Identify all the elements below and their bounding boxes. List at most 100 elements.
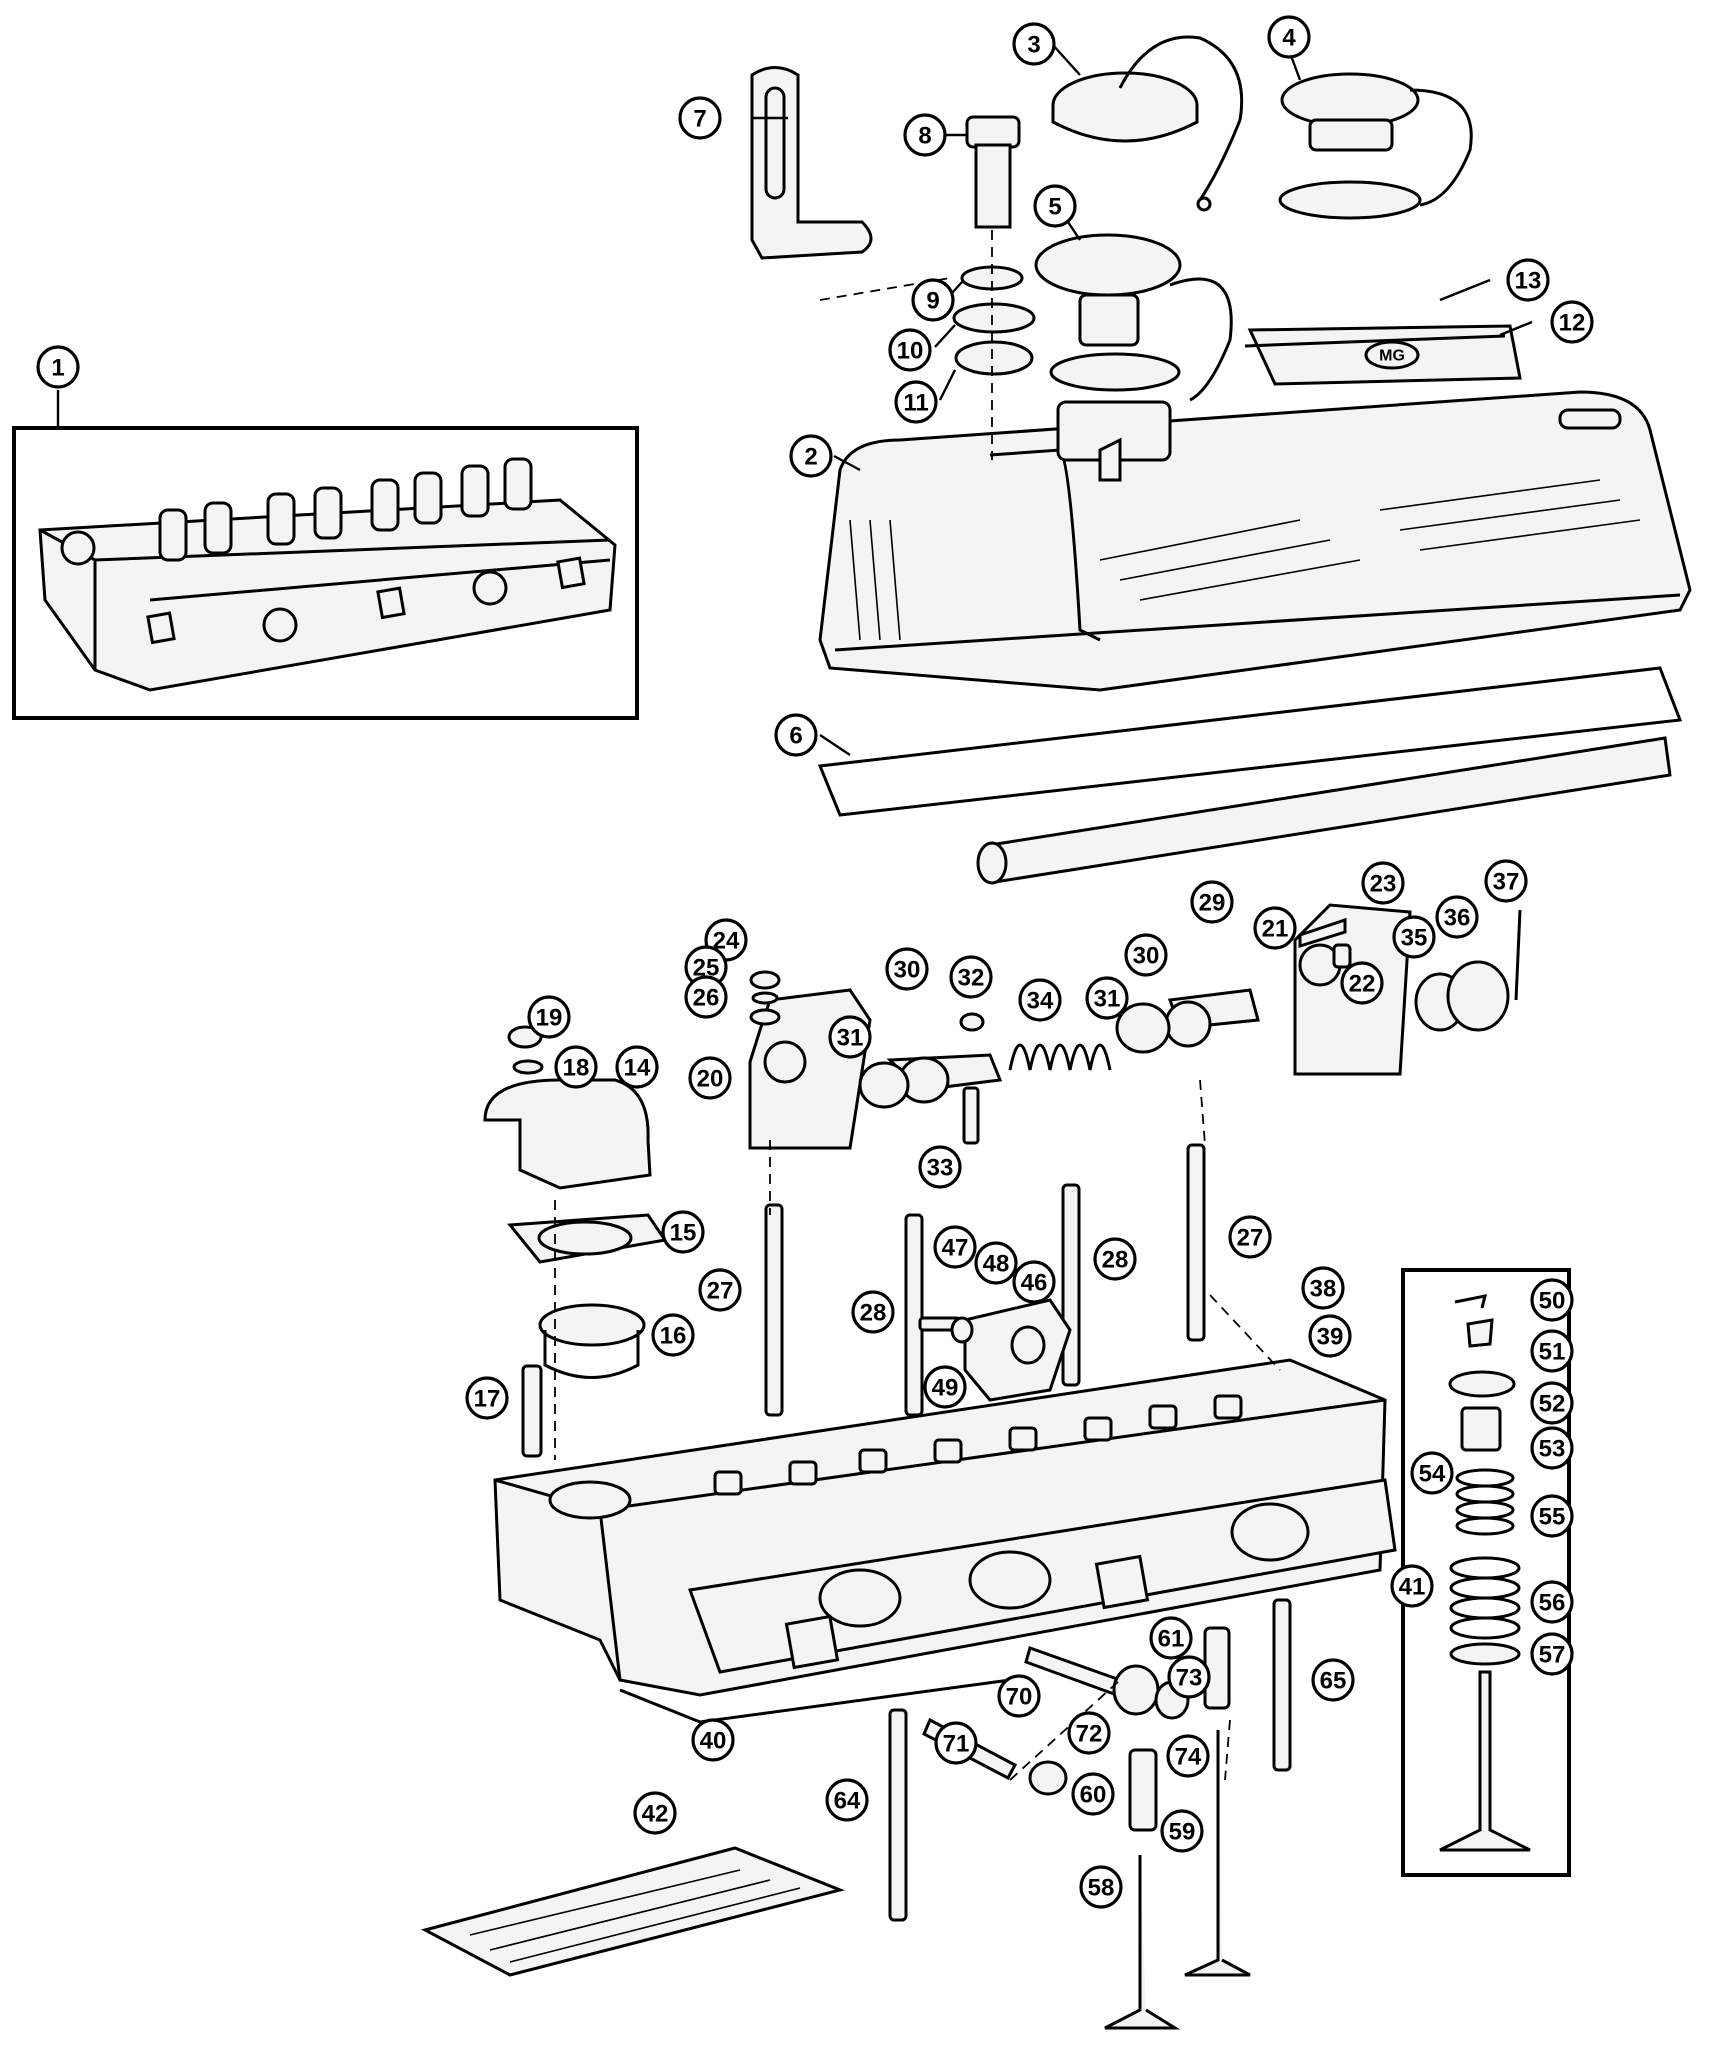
callout-circle	[974, 1241, 1018, 1285]
callout-20: 20	[688, 1056, 732, 1100]
callout-number: 65	[1320, 1668, 1347, 1695]
callout-27b: 27	[1228, 1215, 1272, 1259]
callout-54: 54	[1410, 1451, 1454, 1495]
callout-number: 12	[1559, 310, 1586, 337]
callout-circle	[1390, 1564, 1434, 1608]
callout-21: 21	[1253, 906, 1297, 950]
callout-circle	[1067, 1711, 1111, 1755]
callout-circle	[1530, 1494, 1574, 1538]
callout-circle	[1033, 184, 1077, 228]
callout-number: 19	[536, 1005, 563, 1032]
callout-19: 19	[527, 995, 571, 1039]
callout-4: 4	[1267, 15, 1311, 59]
callout-59: 59	[1160, 1809, 1204, 1853]
sealant-tube	[420, 1846, 845, 1977]
callout-29: 29	[1190, 880, 1234, 924]
callout-number: 27	[707, 1278, 734, 1305]
rocker-spacing-spring	[1008, 1043, 1112, 1071]
water-outlet-group	[483, 1025, 668, 1458]
callout-number: 9	[926, 288, 939, 315]
callout-13: 13	[1506, 258, 1550, 302]
callout-number: 18	[563, 1055, 590, 1082]
manifold-gasket	[687, 1478, 1397, 1674]
callout-number: 37	[1493, 869, 1520, 896]
callout-number: 23	[1370, 871, 1397, 898]
callout-circle	[554, 1045, 598, 1089]
callout-circle	[997, 1674, 1041, 1718]
callout-49: 49	[923, 1365, 967, 1409]
callout-46: 46	[1012, 1260, 1056, 1304]
callout-circle	[1018, 978, 1062, 1022]
callout-6: 6	[774, 713, 818, 757]
callout-circle	[688, 1056, 732, 1100]
callout-number: 48	[983, 1251, 1010, 1278]
valve-rocker-posts	[713, 1394, 1243, 1496]
callout-number: 53	[1539, 1436, 1566, 1463]
callout-number: 73	[1176, 1665, 1203, 1692]
callout-number: 72	[1076, 1721, 1103, 1748]
callout-circle	[633, 1791, 677, 1835]
alignment-lines	[554, 1079, 1281, 1781]
callout-number: 4	[1282, 25, 1296, 52]
callout-7: 7	[678, 96, 722, 140]
callout-number: 31	[1094, 986, 1121, 1013]
callout-23: 23	[1361, 861, 1405, 905]
callout-14: 14	[615, 1045, 659, 1089]
callout-18: 18	[554, 1045, 598, 1089]
callout-number: 5	[1048, 194, 1061, 221]
callout-42: 42	[633, 1791, 677, 1835]
callout-circle	[1361, 861, 1405, 905]
callout-number: 57	[1539, 1642, 1566, 1669]
callout-circle	[1484, 859, 1528, 903]
callout-52: 52	[1530, 1381, 1574, 1425]
callout-number: 61	[1158, 1626, 1185, 1653]
callout-number: 51	[1539, 1339, 1566, 1366]
callout-55: 55	[1530, 1494, 1574, 1538]
callout-number: 6	[789, 723, 802, 750]
callout-number: 33	[927, 1155, 954, 1182]
rocker-shaft	[976, 736, 1672, 885]
callout-number: 30	[894, 957, 921, 984]
callout-circle	[1530, 1580, 1574, 1624]
callout-circle	[903, 113, 947, 157]
callout-number: 64	[834, 1788, 861, 1815]
callout-circle	[894, 380, 938, 424]
rocker-cover	[818, 390, 1692, 692]
outer-valve-spring	[1449, 1556, 1521, 1640]
callout-number: 2	[804, 444, 817, 471]
callout-number: 52	[1539, 1391, 1566, 1418]
callout-number: 8	[918, 123, 931, 150]
callout-71: 71	[934, 1721, 978, 1765]
callout-circle	[888, 328, 932, 372]
callout-number: 49	[932, 1375, 959, 1402]
callout-57: 57	[1530, 1632, 1574, 1676]
callout-circle	[1308, 1314, 1352, 1358]
callout-number: 55	[1539, 1504, 1566, 1531]
callout-15: 15	[661, 1210, 705, 1254]
callout-number: 50	[1539, 1288, 1566, 1315]
callout-10: 10	[888, 328, 932, 372]
callout-41: 41	[1390, 1564, 1434, 1608]
callout-circle	[1167, 1655, 1211, 1699]
callout-25: 25	[684, 945, 728, 989]
callout-number: 17	[474, 1386, 501, 1413]
callout-number: 7	[693, 106, 706, 133]
callout-11: 11	[894, 380, 938, 424]
callout-circle	[615, 1045, 659, 1089]
callout-circle	[1190, 880, 1234, 924]
callout-number: 36	[1444, 905, 1471, 932]
callout-number: 56	[1539, 1590, 1566, 1617]
callout-circle	[1012, 1260, 1056, 1304]
callout-number: 3	[1027, 32, 1040, 59]
callout-circle	[1311, 1658, 1355, 1702]
callout-12: 12	[1550, 300, 1594, 344]
callout-circle	[1392, 915, 1436, 959]
callout-number: 41	[1399, 1574, 1426, 1601]
callout-circle	[1166, 1734, 1210, 1778]
callout-39: 39	[1308, 1314, 1352, 1358]
callout-26: 26	[684, 975, 728, 1019]
callout-circle	[918, 1145, 962, 1189]
callout-circle	[678, 96, 722, 140]
callout-9: 9	[911, 278, 955, 322]
